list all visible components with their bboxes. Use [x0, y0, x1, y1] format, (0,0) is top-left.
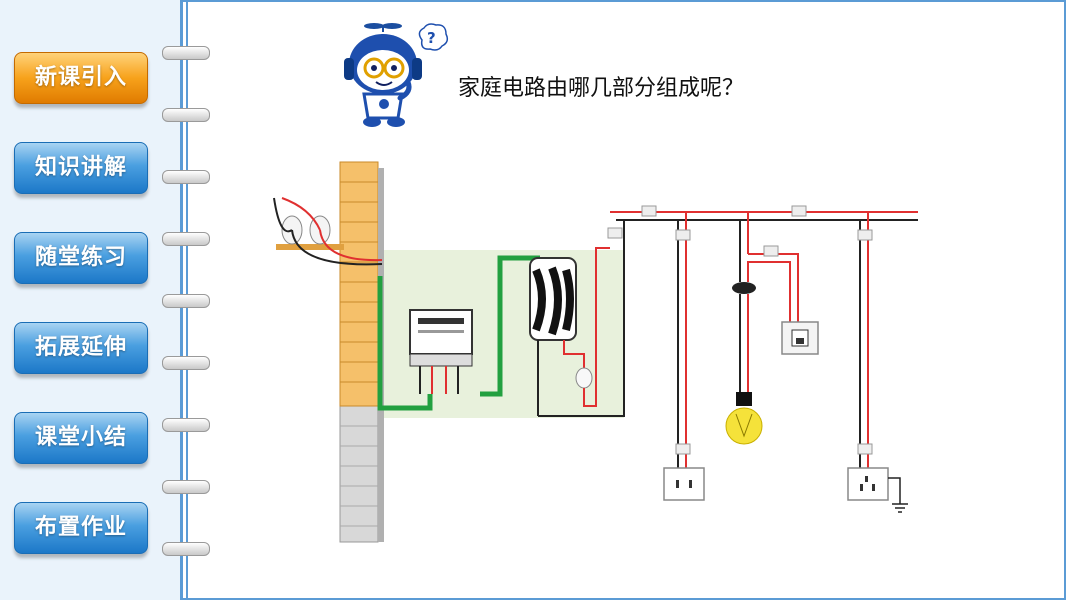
binder-ring [162, 542, 210, 556]
nav-item-homework[interactable]: 布置作业 [14, 502, 148, 554]
nav-item-knowledge[interactable]: 知识讲解 [14, 142, 148, 194]
light-bulb-icon [725, 392, 763, 445]
binder-ring [162, 294, 210, 308]
binder-ring [162, 356, 210, 370]
binder-ring [162, 170, 210, 184]
thought-bubble-icon: ? [414, 22, 450, 62]
binder-ring [162, 46, 210, 60]
nav-item-extension[interactable]: 拓展延伸 [14, 322, 148, 374]
nav-item-summary[interactable]: 课堂小结 [14, 412, 148, 464]
nav-item-practice[interactable]: 随堂练习 [14, 232, 148, 284]
socket-icon [847, 467, 889, 501]
binder-ring [162, 108, 210, 122]
page-title: 家庭电路由哪几部分组成呢？ [458, 76, 745, 101]
binder-ring [162, 480, 210, 494]
binder-ring [162, 418, 210, 432]
robot-mascot-icon [338, 22, 448, 136]
power-meter-icon [409, 309, 473, 394]
ground-icon [888, 477, 908, 513]
binder-ring [162, 232, 210, 246]
switch-icon [781, 321, 819, 355]
question-mark: ? [427, 29, 436, 47]
socket-icon [663, 467, 705, 501]
household-circuit-diagram [270, 158, 930, 562]
nav-item-new-lesson[interactable]: 新课引入 [14, 52, 148, 104]
